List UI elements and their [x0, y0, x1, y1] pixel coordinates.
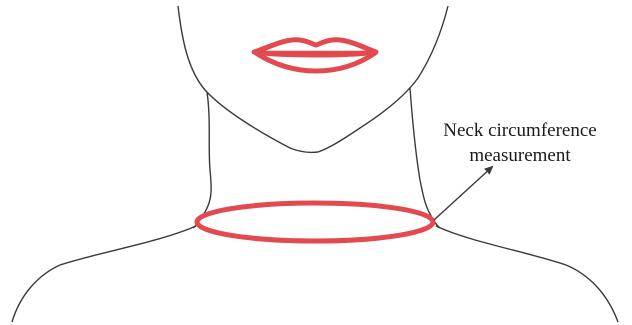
pointer-arrow-icon	[434, 167, 492, 220]
annotation-line-1: Neck circumference	[430, 118, 610, 143]
face-outline-left	[178, 6, 318, 152]
neck-outline-left	[193, 92, 211, 228]
face-outline-right	[318, 6, 448, 152]
shoulder-outline-right	[436, 226, 618, 322]
shoulder-outline-left	[12, 226, 196, 322]
lips-icon	[254, 40, 376, 71]
measurement-ring	[197, 203, 433, 241]
annotation-label: Neck circumference measurement	[430, 118, 610, 168]
annotation-line-2: measurement	[430, 143, 610, 168]
